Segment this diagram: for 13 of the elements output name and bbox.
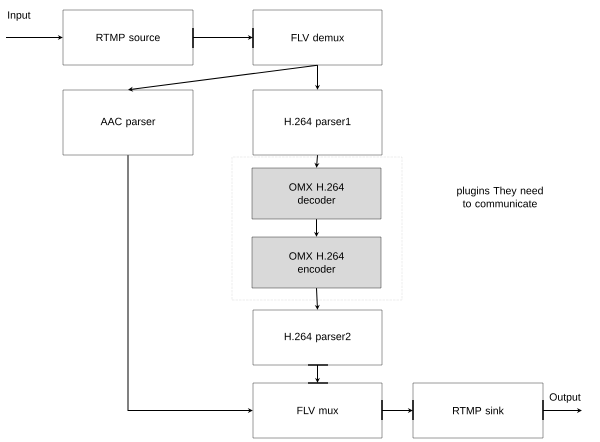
process-box: OMX H.264 decoder xyxy=(252,168,382,220)
process-box: OMX H.264 encoder xyxy=(252,236,382,288)
note-text: plugins They need to communicate xyxy=(457,186,543,208)
group-box xyxy=(232,156,402,300)
process-box: RTMP source xyxy=(62,10,194,66)
io-label: Output xyxy=(550,393,581,403)
io-label: Input xyxy=(8,11,30,21)
process-box: AAC parser xyxy=(62,90,194,156)
process-box: H.264 parser2 xyxy=(252,310,382,366)
process-box: RTMP sink xyxy=(412,382,544,438)
process-box: H.264 parser1 xyxy=(252,90,382,156)
process-box: FLV demux xyxy=(252,10,382,66)
process-box: FLV mux xyxy=(252,382,382,438)
